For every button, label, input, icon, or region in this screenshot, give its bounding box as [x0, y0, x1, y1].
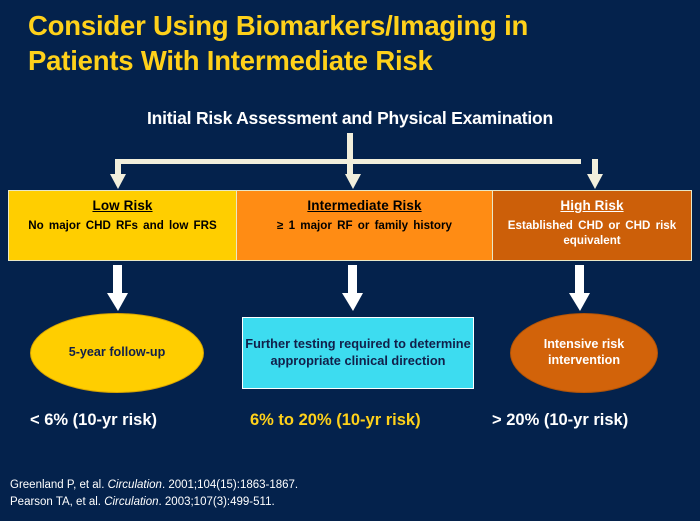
risk-box-low[interactable]: Low Risk No major CHD RFs and low FRS [9, 191, 236, 260]
outcome-followup-label: 5-year follow-up [68, 345, 166, 360]
arrow-down-icon-to-intervention [569, 293, 590, 311]
citation-greenland-details: . 2001;104(15):1863-1867. [161, 479, 299, 491]
citation-pearson-authors: Pearson TA, et al. [10, 495, 105, 508]
arrow-down-icon-intermediate [345, 174, 361, 189]
connector-stem [347, 133, 353, 161]
subtitle-initial-assessment: Initial Risk Assessment and Physical Exa… [146, 108, 554, 128]
citation-greenland-authors: Greenland P, et al. [10, 479, 108, 491]
citation-greenland-journal: Circulation [107, 479, 162, 491]
citation-pearson-details: . 2003;107(3):499-511. [158, 495, 275, 508]
outcome-ellipse-followup[interactable]: 5-year follow-up [30, 313, 204, 393]
risk-percentage-high: > 20% (10-yr risk) [492, 411, 629, 429]
title-line-2: Patients With Intermediate Risk [28, 45, 433, 77]
outcome-further-testing-label: Further testing required to determine ap… [245, 336, 471, 368]
citation-block: Greenland P, et al. Circulation. 2001;10… [10, 477, 298, 510]
risk-box-intermediate-heading: Intermediate Risk [307, 198, 422, 213]
risk-percentage-intermediate: 6% to 20% (10-yr risk) [250, 411, 421, 429]
risk-box-intermediate-description: ≥ 1 major RF or family history [277, 219, 452, 232]
connector-arrow-group-top [110, 159, 603, 189]
risk-box-high-description: Established CHD or CHD risk equivalent [507, 219, 677, 248]
outcome-intensive-intervention-label: Intensive risk intervention [543, 337, 625, 367]
risk-box-low-heading: Low Risk [92, 198, 153, 213]
arrow-down-icon-to-testing [342, 293, 363, 311]
risk-percentage-low: < 6% (10-yr risk) [30, 411, 158, 429]
arrow-down-icon-low [110, 174, 126, 189]
risk-box-high-heading: High Risk [560, 198, 624, 213]
citation-line-greenland: Greenland P, et al. Circulation. 2001;10… [10, 477, 298, 494]
connector-tree-top [110, 133, 603, 189]
outcome-box-further-testing[interactable]: Further testing required to determine ap… [242, 317, 474, 389]
connector-arrows-mid [107, 265, 590, 311]
citation-pearson-journal: Circulation [104, 495, 159, 508]
title-line-1: Consider Using Biomarkers/Imaging in [28, 10, 529, 41]
risk-box-intermediate[interactable]: Intermediate Risk ≥ 1 major RF or family… [236, 191, 493, 260]
arrow-down-icon-high [587, 174, 603, 189]
risk-box-low-description: No major CHD RFs and low FRS [28, 219, 217, 232]
risk-box-high[interactable]: High Risk Established CHD or CHD risk eq… [493, 191, 691, 260]
arrow-down-icon-to-followup [107, 293, 128, 311]
citation-line-pearson: Pearson TA, et al. Circulation. 2003;107… [10, 494, 298, 511]
outcome-ellipse-intensive-intervention[interactable]: Intensive risk intervention [510, 313, 658, 393]
page-title: Consider Using Biomarkers/Imaging in Pat… [28, 8, 676, 78]
risk-category-row: Low Risk No major CHD RFs and low FRS In… [8, 190, 692, 261]
